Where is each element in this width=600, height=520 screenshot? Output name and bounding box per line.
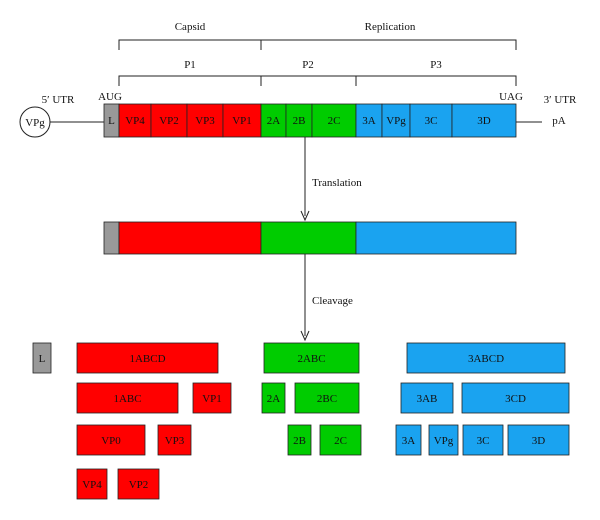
genome-segment-2b [285, 103, 313, 138]
genome-segment-vp4-label: VP4 [125, 115, 145, 127]
product-1abc-label: 1ABC [113, 393, 141, 405]
genome-segment-2a-label: 2A [267, 115, 281, 127]
polya-label: pA [552, 115, 566, 127]
product-vp2-label: VP2 [129, 479, 149, 491]
translation-label: Translation [312, 177, 362, 189]
polyprotein-p1 [118, 221, 262, 255]
product-l-box [32, 342, 52, 374]
genome-segment-vp2 [150, 103, 188, 138]
product-2abc [263, 342, 360, 374]
product-2b [287, 424, 312, 456]
genome-segment-2c [311, 103, 357, 138]
product-2abc-label: 2ABC [297, 353, 325, 365]
product-3d-label: 3D [532, 435, 546, 447]
replication-bracket: Replication [260, 21, 517, 50]
utr5-label: 5′ UTR [42, 94, 75, 106]
genome-segment-vp3-label: VP3 [195, 115, 215, 127]
genome-segment-3a [355, 103, 383, 138]
genome-segment-vpg [381, 103, 411, 138]
product-2b-label: 2B [293, 435, 306, 447]
product-3c [462, 424, 504, 456]
p3-label: P3 [430, 59, 442, 71]
product-3a-label: 3A [402, 435, 416, 447]
replication-label: Replication [365, 21, 416, 33]
product-vp4 [76, 468, 108, 500]
polyprotein-l [103, 221, 120, 255]
capsid-label: Capsid [175, 21, 206, 33]
genome-segment-3d-label: 3D [477, 115, 491, 127]
utr3-label: 3′ UTR [544, 94, 577, 106]
p2-label: P2 [302, 59, 314, 71]
product-3cd-label: 3CD [505, 393, 526, 405]
genome-segment-3c-label: 3C [425, 115, 438, 127]
product-vpg-label: VPg [434, 435, 454, 447]
product-vp3 [157, 424, 192, 456]
product-3abcd-label: 3ABCD [468, 353, 504, 365]
product-3c-label: 3C [477, 435, 490, 447]
product-vp0 [76, 424, 146, 456]
product-2bc-label: 2BC [317, 393, 337, 405]
p1-bracket: P1 [118, 59, 262, 86]
product-3cd [461, 382, 570, 414]
product-l-label: L [39, 353, 46, 365]
product-3abcd [406, 342, 566, 374]
product-vp2 [117, 468, 160, 500]
product-1abcd-label: 1ABCD [129, 353, 165, 365]
vpg-circle-label: VPg [25, 117, 45, 129]
polyprotein-p2 [260, 221, 357, 255]
p1-label: P1 [184, 59, 196, 71]
stop-codon-label: UAG [499, 91, 523, 103]
p1-products: 1ABCD 1ABC VP1 VP0 VP3 VP4 VP2 [76, 342, 232, 500]
p2-products: 2ABC 2A 2BC 2B 2C [261, 342, 362, 456]
product-vp1-label: VP1 [202, 393, 222, 405]
translation-arrow: Translation [300, 137, 362, 222]
genome-segment-2c-label: 2C [328, 115, 341, 127]
product-2a-label: 2A [267, 393, 281, 405]
polyprotein-p3 [355, 221, 517, 255]
p3-products: 3ABCD 3AB 3CD 3A VPg 3C 3D [395, 342, 570, 456]
product-vpg [428, 424, 459, 456]
product-3ab-label: 3AB [417, 393, 438, 405]
genome-segment-2b-label: 2B [293, 115, 306, 127]
cleavage-label: Cleavage [312, 295, 353, 307]
p3-bracket: P3 [355, 59, 517, 86]
product-vp1 [192, 382, 232, 414]
polyprotein-row [103, 221, 517, 255]
product-1abc [76, 382, 179, 414]
genome-row: VPg 5′ UTR AUG UAG 3′ UTR pA L VP4 VP2 V… [19, 91, 577, 138]
product-3d [507, 424, 570, 456]
genome-segment-l-label: L [108, 115, 115, 127]
genome-segment-vp4 [118, 103, 152, 138]
genome-segment-3a-label: 3A [362, 115, 376, 127]
product-vp0-label: VP0 [101, 435, 121, 447]
product-3a [395, 424, 422, 456]
p2-bracket: P2 [260, 59, 357, 86]
genome-segment-vp1-label: VP1 [232, 115, 252, 127]
product-2bc [294, 382, 360, 414]
genome-polyprotein: L VP4 VP2 VP3 VP1 2A 2B 2C 3A VPg 3C 3D [103, 103, 517, 138]
cleavage-arrow: Cleavage [300, 254, 353, 342]
genome-segment-3d [451, 103, 517, 138]
product-l: L [32, 342, 52, 374]
product-1abcd [76, 342, 219, 374]
genome-segment-vpg-label: VPg [386, 115, 406, 127]
product-2a [261, 382, 286, 414]
start-codon-label: AUG [98, 91, 122, 103]
product-vp4-label: VP4 [82, 479, 102, 491]
capsid-bracket: Capsid [118, 21, 262, 50]
product-vp3-label: VP3 [165, 435, 185, 447]
genome-segment-vp2-label: VP2 [159, 115, 179, 127]
product-3ab [400, 382, 454, 414]
product-2c-label: 2C [334, 435, 347, 447]
product-2c [319, 424, 362, 456]
